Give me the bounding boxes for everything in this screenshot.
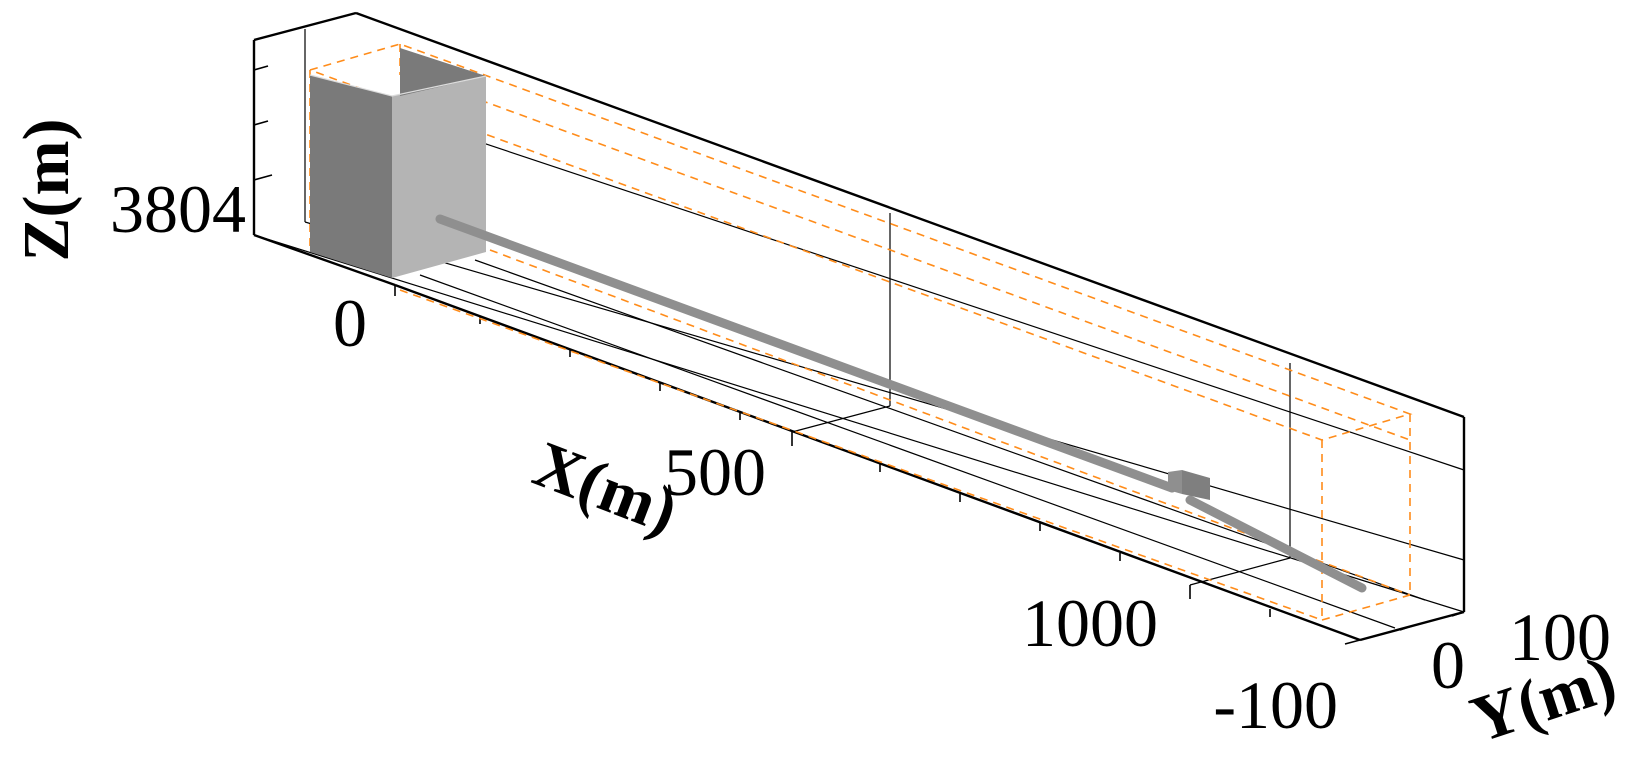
x-tick-label-0: 0 (333, 285, 367, 361)
y-tick-label-0: 0 (1431, 627, 1465, 703)
z-axis-title: Z(m) (10, 119, 83, 262)
bounding-box-frame (252, 11, 1466, 645)
source-box-left-face (310, 75, 392, 278)
y-tick-label-100: 100 (1509, 599, 1611, 675)
z-tick-3804 (253, 174, 273, 181)
source-box-front-face (392, 76, 486, 278)
source-box (309, 48, 487, 278)
axis-titles: X(m) Y(m) Z(m) (10, 119, 1624, 757)
frame-top-back-edge (355, 11, 1465, 419)
back-wall-grid-line (304, 221, 1465, 561)
frame-floor-back-edge (253, 234, 1465, 613)
domain-mid-line (479, 99, 1411, 441)
y-tick-100 (1451, 611, 1465, 617)
z-tick-label-3804: 3804 (110, 171, 246, 247)
back-wall-grid-line-upper (329, 91, 1465, 471)
source-box-rim (309, 74, 487, 97)
x-tick-label-500: 500 (664, 434, 766, 510)
pipe-upper-segment (435, 214, 1177, 493)
y-tick-minus-100 (1344, 639, 1361, 645)
z-tick-1 (253, 65, 269, 71)
pipe-lower-segment (1185, 495, 1367, 593)
pipe (435, 214, 1367, 593)
floor-grid-cross-1000 (1189, 557, 1291, 586)
domain-bottom-front-edge (399, 289, 1323, 621)
x-axis-title: X(m) (524, 428, 687, 549)
floor-grid-cross-500 (791, 405, 891, 433)
tick-labels: 0 500 1000 -100 0 100 3804 (110, 171, 1611, 743)
frame-top-left-edge (253, 11, 357, 42)
frame-bottom-left-edge (253, 233, 396, 287)
x-tick-label-1000: 1000 (1022, 585, 1158, 661)
domain-bottom-right-edge (1321, 594, 1411, 621)
source-box-inner-back-face (400, 48, 486, 96)
pipe-junction-right (1182, 470, 1210, 500)
z-tick-2 (253, 120, 269, 126)
floor-grid-line-2 (419, 274, 1396, 629)
pipe-junction-left (1168, 470, 1182, 494)
frame-bottom-front-edge (394, 283, 1361, 642)
y-tick-0 (1399, 625, 1413, 631)
y-tick-label-minus-100: -100 (1213, 667, 1338, 743)
